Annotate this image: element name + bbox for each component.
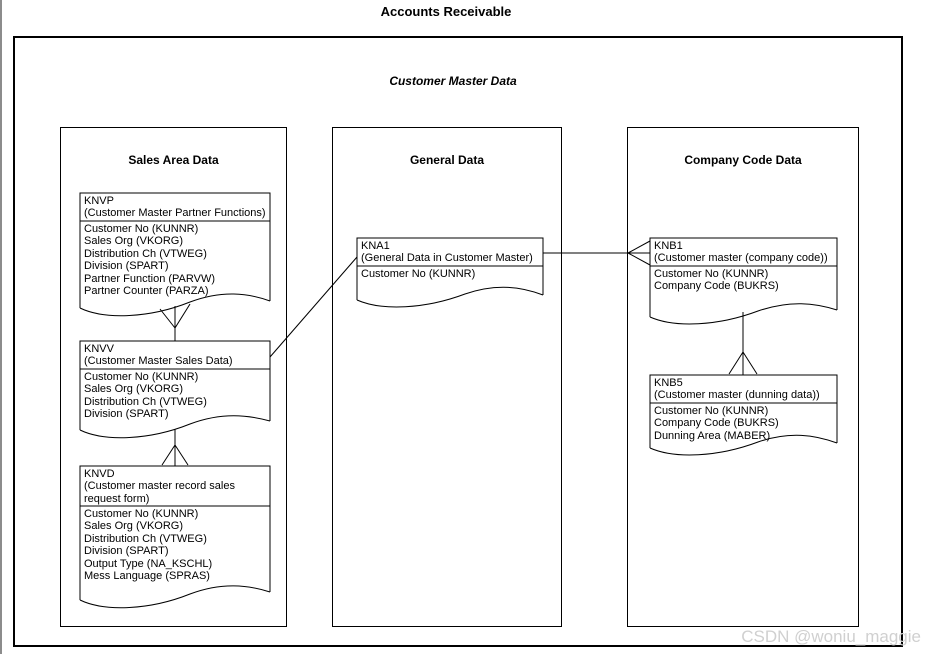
entity-kna1-wave-bottom bbox=[356, 286, 544, 308]
entity-knb1-header: KNB1 (Customer master (company code)) bbox=[654, 240, 833, 265]
entity-knb1-shape bbox=[649, 237, 838, 325]
entity-knvv-wave-bottom bbox=[79, 415, 271, 439]
crowsfoot-knvp-right-prong bbox=[174, 303, 191, 329]
entity-knvp-field: Partner Function (PARVW) bbox=[84, 272, 216, 285]
entity-knvp-field: Sales Org (VKORG) bbox=[84, 235, 184, 248]
entity-knb5-wave-bottom bbox=[649, 434, 838, 456]
section-title-general-data: General Data bbox=[409, 153, 485, 167]
entity-knb1-name: KNB1 bbox=[654, 240, 683, 252]
crowsfoot-knvp-left-prong bbox=[159, 308, 176, 329]
entity-knvv-field: Customer No (KUNNR) bbox=[84, 371, 199, 383]
entity-knvd-header: KNVD (Customer master record sales reque… bbox=[84, 468, 266, 505]
entity-knvp-field: Partner Counter (PARZA) bbox=[84, 285, 209, 298]
entity-knvv-field: Distribution Ch (VTWEG) bbox=[84, 395, 207, 408]
crowsfoot-knb1-upper-prong bbox=[627, 240, 651, 254]
entity-knvv-description: (Customer Master Sales Data) bbox=[84, 355, 233, 368]
page-title: Accounts Receivable bbox=[380, 4, 512, 19]
crowsfoot-knvd-right-prong bbox=[174, 444, 189, 466]
section-title-company-code-data: Company Code Data bbox=[684, 153, 802, 167]
entity-knvp-field: Division (SPART) bbox=[84, 260, 169, 273]
connector-knb1-knb5 bbox=[728, 312, 758, 375]
connector-knvp-knvv bbox=[159, 303, 191, 341]
diagram-subtitle: Customer Master Data bbox=[389, 74, 517, 88]
crowsfoot-knvd-left-prong bbox=[161, 444, 176, 466]
entity-knvp-shape bbox=[79, 192, 271, 317]
entity-knb1-outline bbox=[649, 237, 838, 317]
crowsfoot-knb5-left-prong bbox=[728, 351, 744, 375]
entity-knvp-outline bbox=[79, 192, 271, 308]
entity-knvp-field: Customer No (KUNNR) bbox=[84, 223, 199, 235]
entity-knvp-fields: Customer No (KUNNR) Sales Org (VKORG) Di… bbox=[84, 223, 266, 297]
entity-knvv-field: Division (SPART) bbox=[84, 408, 169, 421]
entity-kna1-description: (General Data in Customer Master) bbox=[361, 252, 533, 265]
entity-knb5-description: (Customer master (dunning data)) bbox=[654, 389, 820, 402]
diagram-outer-frame bbox=[13, 36, 903, 647]
entity-knvd-fields: Customer No (KUNNR) Sales Org (VKORG) Di… bbox=[84, 508, 266, 582]
window-edge-line bbox=[0, 0, 2, 654]
entity-knvd-field: Output Type (NA_KSCHL) bbox=[84, 557, 213, 570]
entity-knb1-field: Customer No (KUNNR) bbox=[654, 268, 769, 280]
entity-knvv-field: Sales Org (VKORG) bbox=[84, 383, 184, 396]
entity-knvd-name: KNVD bbox=[84, 468, 115, 480]
entity-knvp-field: Distribution Ch (VTWEG) bbox=[84, 247, 207, 260]
section-company-code-data: Company Code Data bbox=[627, 127, 859, 627]
crowsfoot-knb5-right-prong bbox=[742, 351, 758, 375]
section-general-data: General Data bbox=[332, 127, 562, 627]
entity-knvv-fields: Customer No (KUNNR) Sales Org (VKORG) Di… bbox=[84, 371, 266, 421]
entity-knvd-field: Mess Language (SPRAS) bbox=[84, 570, 210, 583]
entity-knb5-name: KNB5 bbox=[654, 377, 683, 389]
crowsfoot-knb1-lower-prong bbox=[627, 252, 651, 266]
entity-knb1-wave-bottom bbox=[649, 303, 838, 325]
entity-knvd-wave-bottom bbox=[79, 585, 271, 609]
entity-knb5-fields: Customer No (KUNNR) Company Code (BUKRS)… bbox=[654, 405, 833, 442]
entity-knvd-field: Sales Org (VKORG) bbox=[84, 520, 184, 533]
section-title-sales-area-data: Sales Area Data bbox=[128, 153, 219, 167]
entity-knvp-wave-bottom bbox=[79, 293, 271, 317]
entity-knb1-fields: Customer No (KUNNR) Company Code (BUKRS) bbox=[654, 268, 833, 293]
entity-knb5-field: Company Code (BUKRS) bbox=[654, 417, 779, 430]
entity-knb5-field: Customer No (KUNNR) bbox=[654, 405, 769, 417]
entity-knvd-field: Division (SPART) bbox=[84, 545, 169, 558]
connector-kna1-knb1 bbox=[543, 240, 651, 266]
section-sales-area-data: Sales Area Data bbox=[60, 127, 287, 627]
entity-knb5-header: KNB5 (Customer master (dunning data)) bbox=[654, 377, 833, 402]
entity-kna1-fields: Customer No (KUNNR) bbox=[361, 268, 539, 280]
entity-knvp-name: KNVP bbox=[84, 195, 114, 207]
entity-knvv-header: KNVV (Customer Master Sales Data) bbox=[84, 343, 266, 368]
connector-knvv-knvd bbox=[161, 429, 189, 466]
entity-knvv-name: KNVV bbox=[84, 343, 114, 355]
entity-kna1-header: KNA1 (General Data in Customer Master) bbox=[361, 240, 539, 265]
watermark: CSDN @woniu_maggie bbox=[741, 627, 921, 646]
entity-kna1-shape bbox=[356, 237, 544, 308]
entity-kna1-name: KNA1 bbox=[361, 240, 390, 252]
entity-knb5-field: Dunning Area (MABER) bbox=[654, 429, 771, 442]
entity-knb1-description: (Customer master (company code)) bbox=[654, 252, 828, 265]
entity-knvd-field: Distribution Ch (VTWEG) bbox=[84, 532, 207, 545]
entity-knvp-header: KNVP (Customer Master Partner Functions) bbox=[84, 195, 266, 220]
entity-kna1-field: Customer No (KUNNR) bbox=[361, 268, 476, 280]
entity-knvd-description: (Customer master record sales request fo… bbox=[84, 480, 235, 505]
entity-knb1-field: Company Code (BUKRS) bbox=[654, 280, 779, 293]
connector-knvv-kna1-line bbox=[269, 256, 358, 358]
entity-knvd-field: Customer No (KUNNR) bbox=[84, 508, 199, 520]
entity-knvp-description: (Customer Master Partner Functions) bbox=[84, 207, 266, 220]
